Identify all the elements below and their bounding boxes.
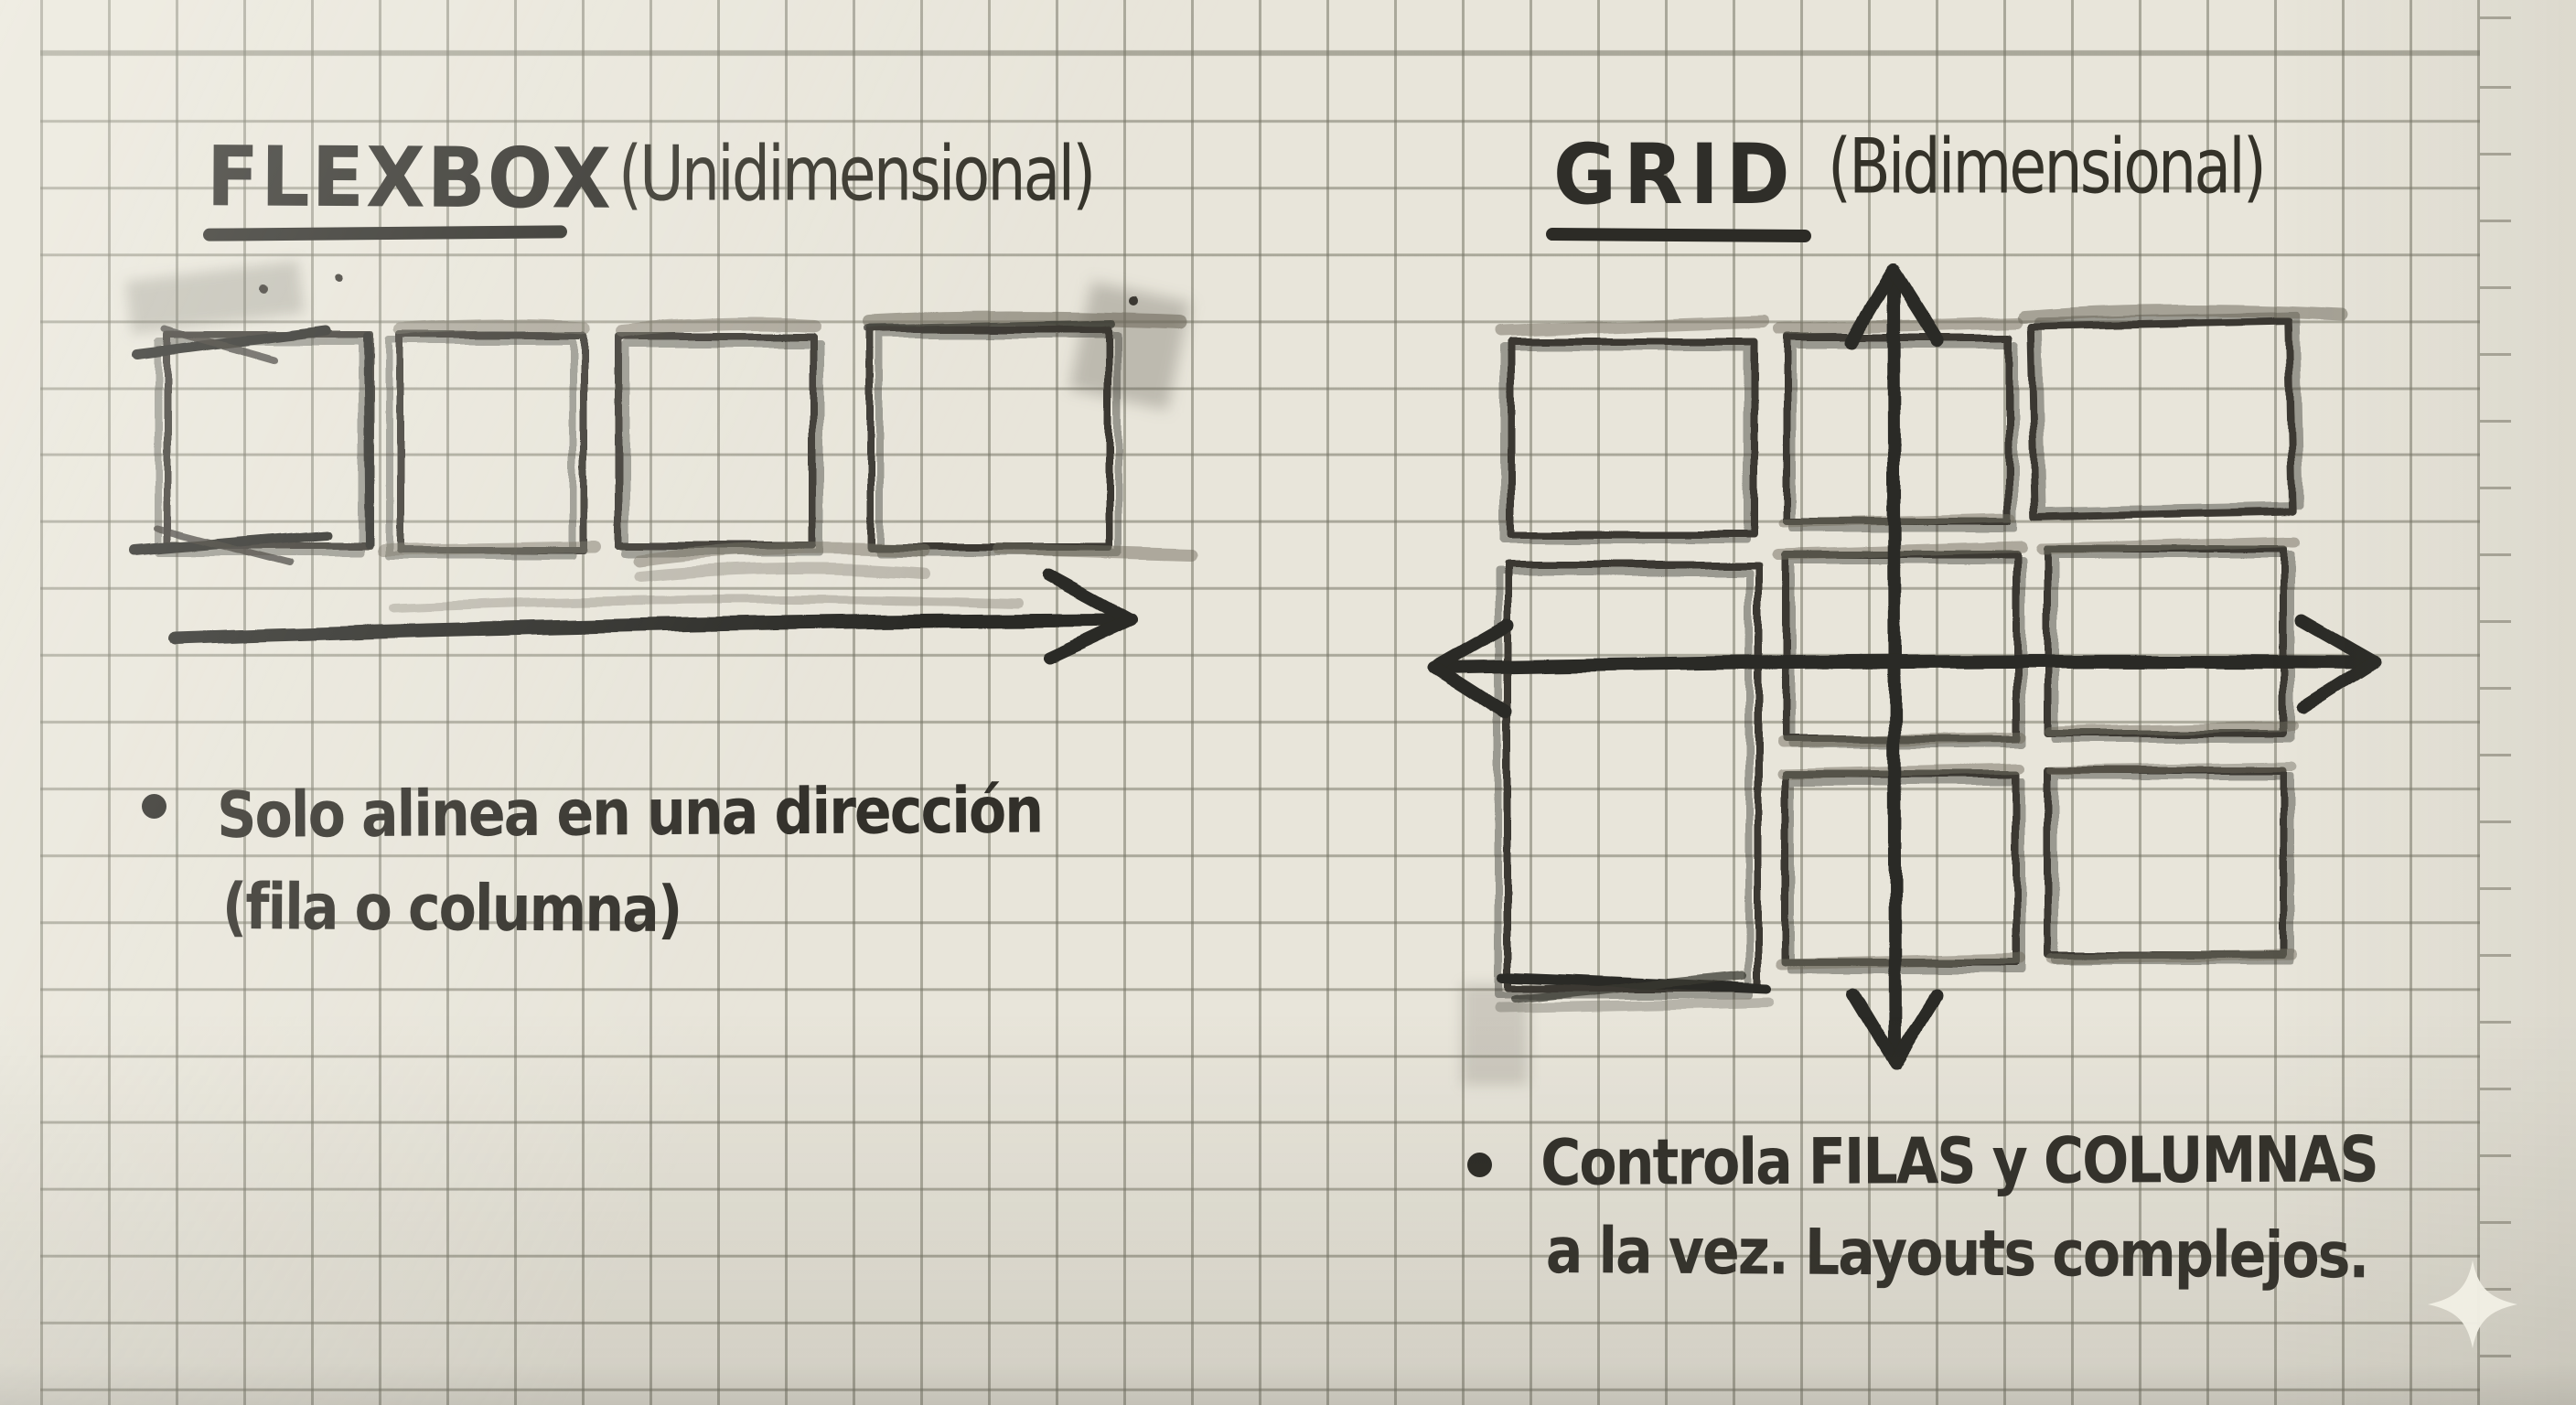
- grid-note-bullet: [1467, 1153, 1492, 1177]
- grid-title: GRID: [1553, 126, 1798, 223]
- graph-paper-edge-ticks: [2480, 0, 2511, 1405]
- flexbox-axis-arrow: [168, 570, 1137, 665]
- flexbox-title: FLEXBOX: [206, 128, 614, 228]
- grid-title-qualifier: (Bidimensional): [1828, 123, 2267, 211]
- flexbox-note-line-2: (fila o columna): [221, 869, 682, 947]
- flexbox-note-line-1: Solo alinea en una dirección: [217, 772, 1043, 853]
- flexbox-item-boxes: [128, 273, 1197, 583]
- flexbox-title-qualifier: (Unidimensional): [618, 130, 1096, 219]
- grid-horizontal-axis-arrow: [1428, 614, 2381, 720]
- flexbox-note-bullet: [142, 794, 166, 819]
- grid-note-line-2: a la vez. Layouts complejos.: [1545, 1213, 2368, 1293]
- grid-note-line-1: Controla FILAS y COLUMNAS: [1540, 1121, 2377, 1200]
- grid-title-underline: [1545, 227, 1812, 243]
